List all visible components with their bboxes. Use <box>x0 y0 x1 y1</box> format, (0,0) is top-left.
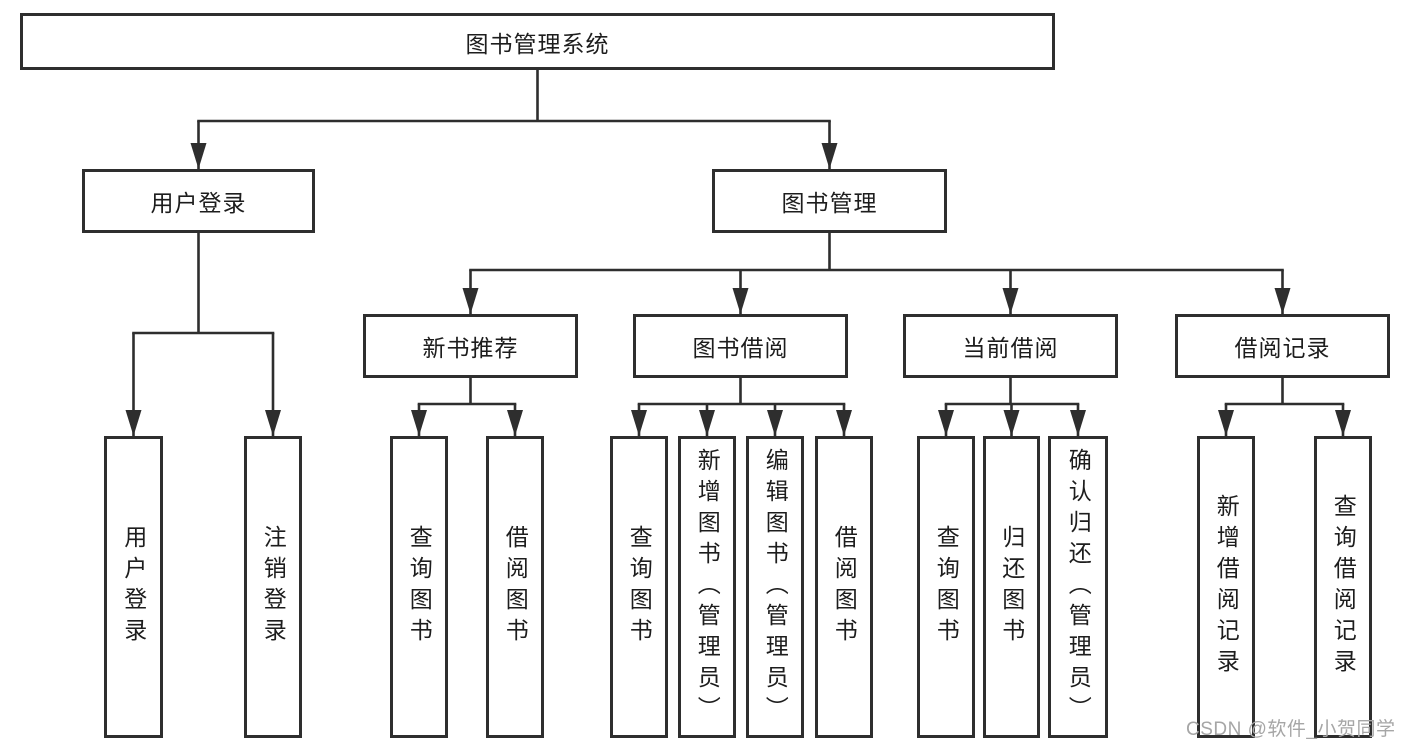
node-current-borrow-label: 当前借阅 <box>962 335 1059 361</box>
node-current-borrow: 当前借阅 <box>903 314 1118 378</box>
node-new-book-recommend-label: 新书推荐 <box>422 335 519 361</box>
node-root: 图书管理系统 <box>20 13 1055 70</box>
node-user-login: 用户登录 <box>82 169 315 233</box>
leaf-query-books-c-label: 查询图书 <box>933 525 960 649</box>
leaf-query-books-b-label: 查询图书 <box>626 525 653 649</box>
leaf-query-books-b: 查询图书 <box>610 436 668 738</box>
leaf-query-books-a: 查询图书 <box>390 436 448 738</box>
leaf-confirm-return-admin-label: 确认归还（管理员） <box>1065 447 1092 727</box>
node-user-login-label: 用户登录 <box>150 190 247 216</box>
leaf-return-book-label: 归还图书 <box>998 525 1025 649</box>
leaf-user-login: 用户登录 <box>104 436 163 738</box>
leaf-query-borrow-record-label: 查询借阅记录 <box>1330 494 1357 680</box>
leaf-query-borrow-record: 查询借阅记录 <box>1314 436 1372 738</box>
node-book-borrow-label: 图书借阅 <box>692 335 789 361</box>
node-book-management-label: 图书管理 <box>781 190 878 216</box>
leaf-confirm-return-admin: 确认归还（管理员） <box>1048 436 1108 738</box>
csdn-watermark: CSDN @软件_小贺同学 <box>1186 719 1396 740</box>
leaf-logout: 注销登录 <box>244 436 302 738</box>
leaf-borrow-books-a-label: 借阅图书 <box>502 525 529 649</box>
leaf-query-books-c: 查询图书 <box>917 436 975 738</box>
leaf-add-borrow-record: 新增借阅记录 <box>1197 436 1255 738</box>
leaf-edit-book-admin-label: 编辑图书（管理员） <box>762 447 789 727</box>
node-book-management: 图书管理 <box>712 169 947 233</box>
leaf-add-book-admin-label: 新增图书（管理员） <box>694 447 721 727</box>
node-root-label: 图书管理系统 <box>465 30 610 57</box>
leaf-edit-book-admin: 编辑图书（管理员） <box>746 436 804 738</box>
leaf-add-book-admin: 新增图书（管理员） <box>678 436 736 738</box>
leaf-return-book: 归还图书 <box>983 436 1040 738</box>
node-new-book-recommend: 新书推荐 <box>363 314 578 378</box>
leaf-borrow-books-b: 借阅图书 <box>815 436 873 738</box>
leaf-borrow-books-a: 借阅图书 <box>486 436 544 738</box>
connector-rails <box>132 68 1345 406</box>
leaf-query-books-a-label: 查询图书 <box>406 525 433 649</box>
leaf-logout-label: 注销登录 <box>260 525 287 649</box>
leaf-user-login-label: 用户登录 <box>120 525 147 649</box>
node-borrow-records-label: 借阅记录 <box>1234 335 1331 361</box>
node-borrow-records: 借阅记录 <box>1175 314 1390 378</box>
leaf-add-borrow-record-label: 新增借阅记录 <box>1213 494 1240 680</box>
leaf-borrow-books-b-label: 借阅图书 <box>831 525 858 649</box>
node-book-borrow: 图书借阅 <box>633 314 848 378</box>
